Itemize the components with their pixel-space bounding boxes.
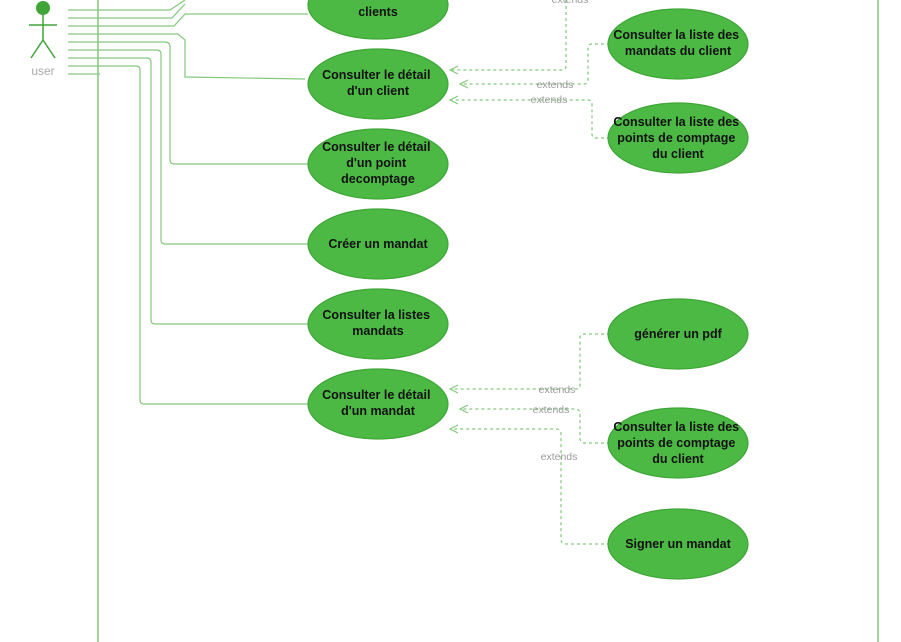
relation-label: extends	[552, 0, 589, 6]
arrowhead-icon	[448, 95, 459, 105]
use-case-signer-mandat[interactable]: Signer un mandat	[607, 508, 749, 580]
use-case-label: decomptage	[341, 172, 415, 186]
association-line	[68, 49, 308, 245]
arrowhead-icon	[448, 424, 459, 434]
actor-head-icon	[36, 1, 50, 15]
associations	[68, 0, 308, 405]
use-case-label: Consulter la liste des	[613, 115, 739, 129]
actor-leg-right	[42, 39, 56, 59]
use-case-clients[interactable]: clients	[307, 0, 449, 40]
use-case-label: du client	[652, 452, 704, 466]
svg-text:Consulter la liste des p: Consulter la liste des points de comptag…	[613, 115, 742, 161]
use-case-label: d'un mandat	[341, 404, 416, 418]
actor-label: user	[31, 64, 54, 78]
use-case-label: générer un pdf	[634, 327, 722, 341]
relation-label: extends	[531, 94, 568, 106]
use-case-liste-mandats[interactable]: Consulter la listes mandats	[307, 288, 449, 360]
use-case-liste-points-client[interactable]: Consulter la liste des points de comptag…	[607, 102, 749, 174]
use-case-label: Consulter le détail	[322, 140, 430, 154]
association-line	[68, 0, 186, 11]
use-case-label: mandats	[352, 324, 403, 338]
extend-line	[452, 99, 610, 139]
svg-text:clients: clients	[358, 5, 398, 19]
association-line	[68, 3, 186, 19]
relation-label: extends	[541, 451, 578, 463]
use-case-creer-mandat[interactable]: Créer un mandat	[307, 208, 449, 280]
svg-text:Consulter le détail d'un: Consulter le détail d'un point decomptag…	[322, 140, 434, 186]
arrowhead-icon	[448, 65, 459, 75]
relation-label: extends	[539, 384, 576, 396]
use-case-label: d'un point	[346, 156, 407, 170]
use-case-label: du client	[652, 147, 704, 161]
svg-text:Créer un mandat: Créer un mandat	[328, 237, 428, 251]
relation-label: extends	[537, 79, 574, 91]
svg-text:Consulter le détail d'un: Consulter le détail d'un client	[322, 68, 434, 98]
extend-line	[452, 0, 567, 71]
actor-leg-left	[30, 39, 44, 59]
association-line	[68, 33, 306, 80]
svg-text:générer un pdf: générer un pdf	[634, 327, 722, 341]
arrowhead-icon	[458, 404, 469, 414]
use-case-label: mandats du client	[625, 44, 732, 58]
use-case-label: d'un client	[347, 84, 410, 98]
use-case-label: Consulter le détail	[322, 388, 430, 402]
relation-labels: extends extends extends extends extends …	[531, 0, 589, 463]
arrowhead-icon	[458, 79, 469, 89]
association-line	[68, 57, 308, 325]
use-case-label: Consulter la liste des	[613, 420, 739, 434]
extend-line	[462, 43, 610, 85]
use-case-liste-mandats-client[interactable]: Consulter la liste des mandats du client	[607, 8, 749, 80]
use-case-label: Consulter le détail	[322, 68, 430, 82]
svg-text:Consulter la liste des m: Consulter la liste des mandats du client	[613, 28, 742, 58]
use-case-label: Consulter la liste des	[613, 28, 739, 42]
use-case-label: Consulter la listes	[322, 308, 430, 322]
extend-line	[452, 333, 610, 390]
association-line	[68, 65, 308, 405]
use-case-liste-points-client-mandat[interactable]: Consulter la liste des points de comptag…	[607, 407, 749, 479]
extend-line	[452, 428, 610, 545]
association-line	[68, 13, 308, 27]
use-case-label: clients	[358, 5, 398, 19]
association-line	[68, 41, 308, 165]
actor-user[interactable]: user	[29, 1, 57, 78]
use-case-generer-pdf[interactable]: générer un pdf	[607, 298, 749, 370]
extend-line	[462, 408, 610, 444]
svg-text:Consulter le détail d'un: Consulter le détail d'un mandat	[322, 388, 434, 418]
svg-text:Consulter la listes mand: Consulter la listes mandats	[322, 308, 433, 338]
arrowheads	[448, 65, 469, 434]
use-case-label: Créer un mandat	[328, 237, 428, 251]
use-case-label: points de comptage	[617, 131, 735, 145]
svg-text:Signer un mandat: Signer un mandat	[625, 537, 731, 551]
use-case-detail-client[interactable]: Consulter le détail d'un client	[307, 48, 449, 120]
use-case-detail-point[interactable]: Consulter le détail d'un point decomptag…	[307, 128, 449, 200]
extend-relations	[452, 0, 610, 545]
relation-label: extends	[533, 404, 570, 416]
arrowhead-icon	[448, 384, 459, 394]
svg-text:Consulter la liste des p: Consulter la liste des points de comptag…	[613, 420, 742, 466]
use-case-label: Signer un mandat	[625, 537, 731, 551]
use-case-label: points de comptage	[617, 436, 735, 450]
use-case-detail-mandat[interactable]: Consulter le détail d'un mandat	[307, 368, 449, 440]
